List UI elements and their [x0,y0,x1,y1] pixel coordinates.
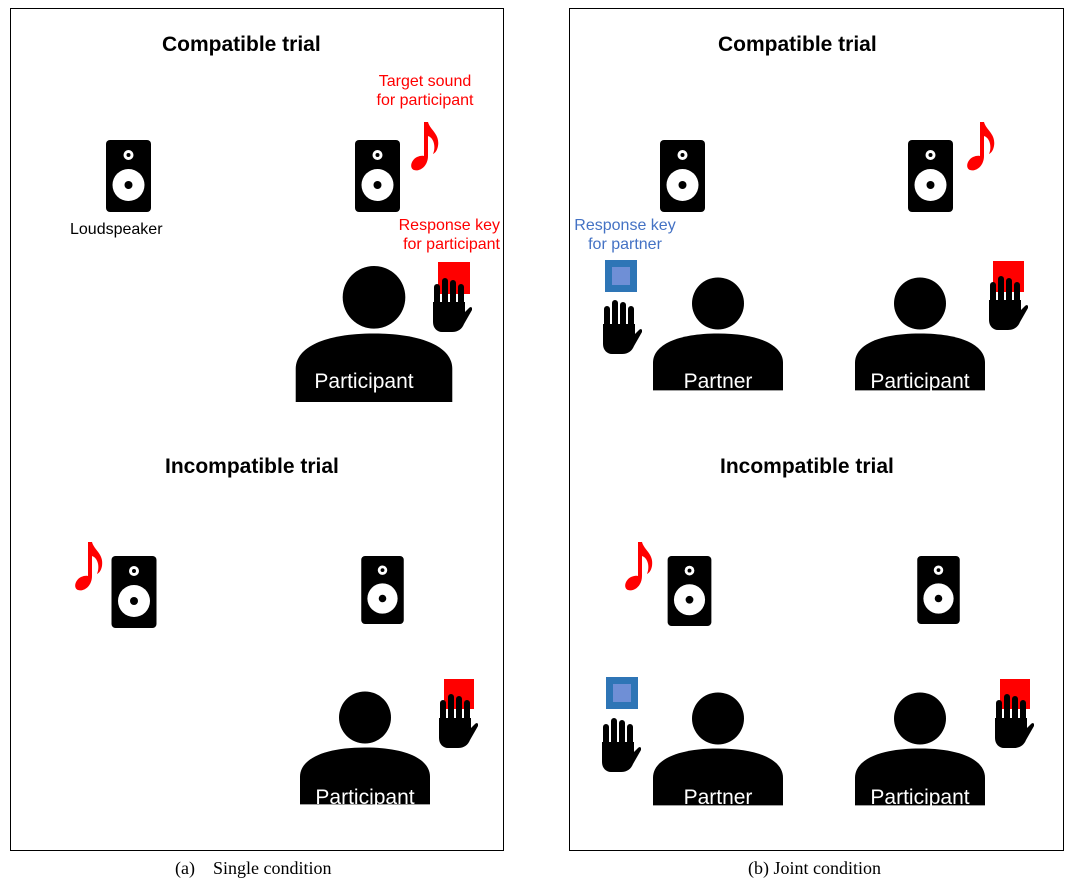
speaker-icon [660,140,705,212]
speaker-icon [916,556,961,624]
hand-icon [601,718,641,772]
partner-response-key-inner [613,684,631,702]
hand-icon [994,694,1034,748]
partner-response-key-inner [612,267,630,285]
partner-response-key-icon [606,677,638,709]
partner-response-key-icon [605,260,637,292]
speaker-icon [667,556,712,626]
music-note-icon [410,120,440,175]
single-compatible-title: Compatible trial [162,33,321,56]
joint-incompatible-title: Incompatible trial [720,455,894,478]
partner-response-key-label: Response key for partner [560,216,690,254]
hand-icon [988,276,1028,330]
partner-key-label-line2: for partner [588,236,662,253]
participant-label: Participant [870,786,970,809]
speaker-icon [106,140,151,212]
partner-label: Partner [683,786,753,809]
response-key-label-line2: for participant [403,236,500,253]
music-note-icon [966,120,996,175]
speaker-icon [360,556,405,624]
participant-label: Participant [870,370,970,393]
hand-icon [438,694,478,748]
music-note-icon [74,540,104,595]
target-sound-label-line1: Target sound [378,73,472,90]
single-incompatible-title: Incompatible trial [165,455,339,478]
speaker-icon [355,140,400,212]
single-condition-caption: (a) Single condition [175,858,332,878]
loudspeaker-label: Loudspeaker [70,221,163,238]
participant-label: Participant [315,786,415,809]
target-sound-label: Target sound for participant [360,72,490,110]
partner-label: Partner [683,370,753,393]
joint-condition-caption: (b) Joint condition [748,858,881,878]
joint-compatible-title: Compatible trial [718,33,877,56]
music-note-icon [624,540,654,595]
speaker-icon [110,556,158,628]
partner-key-label-line1: Response key [574,217,676,234]
target-sound-label-line2: for participant [376,92,474,109]
speaker-icon [908,140,953,212]
hand-icon [602,300,642,354]
participant-label: Participant [314,370,414,393]
response-key-label: Response key for participant [370,216,500,254]
single-condition-panel [10,8,504,851]
response-key-label-line1: Response key [398,217,500,234]
